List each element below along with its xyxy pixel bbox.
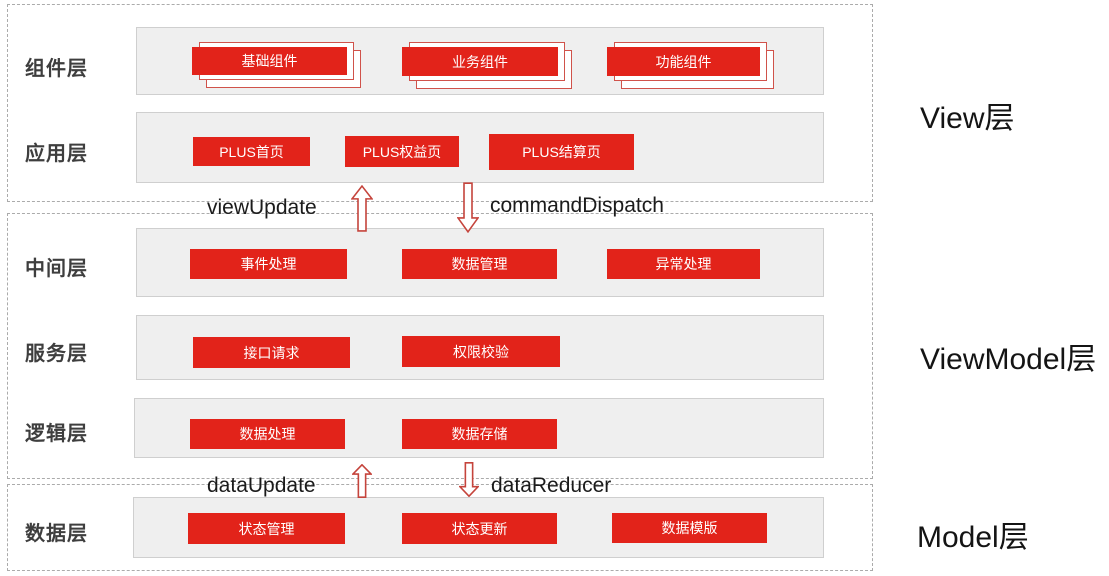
node-plus-benefits: PLUS权益页 bbox=[345, 136, 459, 167]
node-data-management: 数据管理 bbox=[402, 249, 557, 279]
node-label: 功能组件 bbox=[607, 47, 760, 76]
node-business-component: 业务组件 bbox=[402, 42, 572, 89]
node-event-handling: 事件处理 bbox=[190, 249, 347, 279]
connector-label-data-reducer: dataReducer bbox=[491, 474, 612, 497]
node-basic-component: 基础组件 bbox=[192, 42, 361, 88]
label-logic-layer: 逻辑层 bbox=[25, 423, 88, 445]
side-label-viewmodel: ViewModel层 bbox=[920, 343, 1097, 376]
side-label-view: View层 bbox=[920, 102, 1015, 135]
node-state-update: 状态更新 bbox=[402, 513, 557, 544]
node-data-storage: 数据存储 bbox=[402, 419, 557, 449]
connector-label-data-update: dataUpdate bbox=[207, 474, 316, 497]
arrow-down-icon bbox=[459, 462, 479, 497]
label-middle-layer: 中间层 bbox=[25, 258, 88, 280]
node-data-processing: 数据处理 bbox=[190, 419, 345, 449]
node-label: 业务组件 bbox=[402, 47, 558, 76]
arrow-up-icon bbox=[352, 464, 372, 498]
node-plus-home: PLUS首页 bbox=[193, 137, 310, 166]
connector-label-command-dispatch: commandDispatch bbox=[490, 194, 664, 217]
label-service-layer: 服务层 bbox=[25, 343, 88, 365]
node-api-request: 接口请求 bbox=[193, 337, 350, 368]
node-data-template: 数据模版 bbox=[612, 513, 767, 543]
node-state-management: 状态管理 bbox=[188, 513, 345, 544]
node-plus-checkout: PLUS结算页 bbox=[489, 134, 634, 170]
label-data-layer: 数据层 bbox=[25, 523, 88, 545]
node-exception-handling: 异常处理 bbox=[607, 249, 760, 279]
node-permission-check: 权限校验 bbox=[402, 336, 560, 367]
node-label: 基础组件 bbox=[192, 47, 347, 75]
side-label-model: Model层 bbox=[917, 521, 1029, 554]
arrow-up-icon bbox=[351, 185, 373, 232]
connector-label-view-update: viewUpdate bbox=[207, 196, 317, 219]
arrow-down-icon bbox=[457, 182, 479, 233]
label-application-layer: 应用层 bbox=[25, 143, 88, 165]
node-function-component: 功能组件 bbox=[607, 42, 774, 89]
label-component-layer: 组件层 bbox=[25, 58, 88, 80]
